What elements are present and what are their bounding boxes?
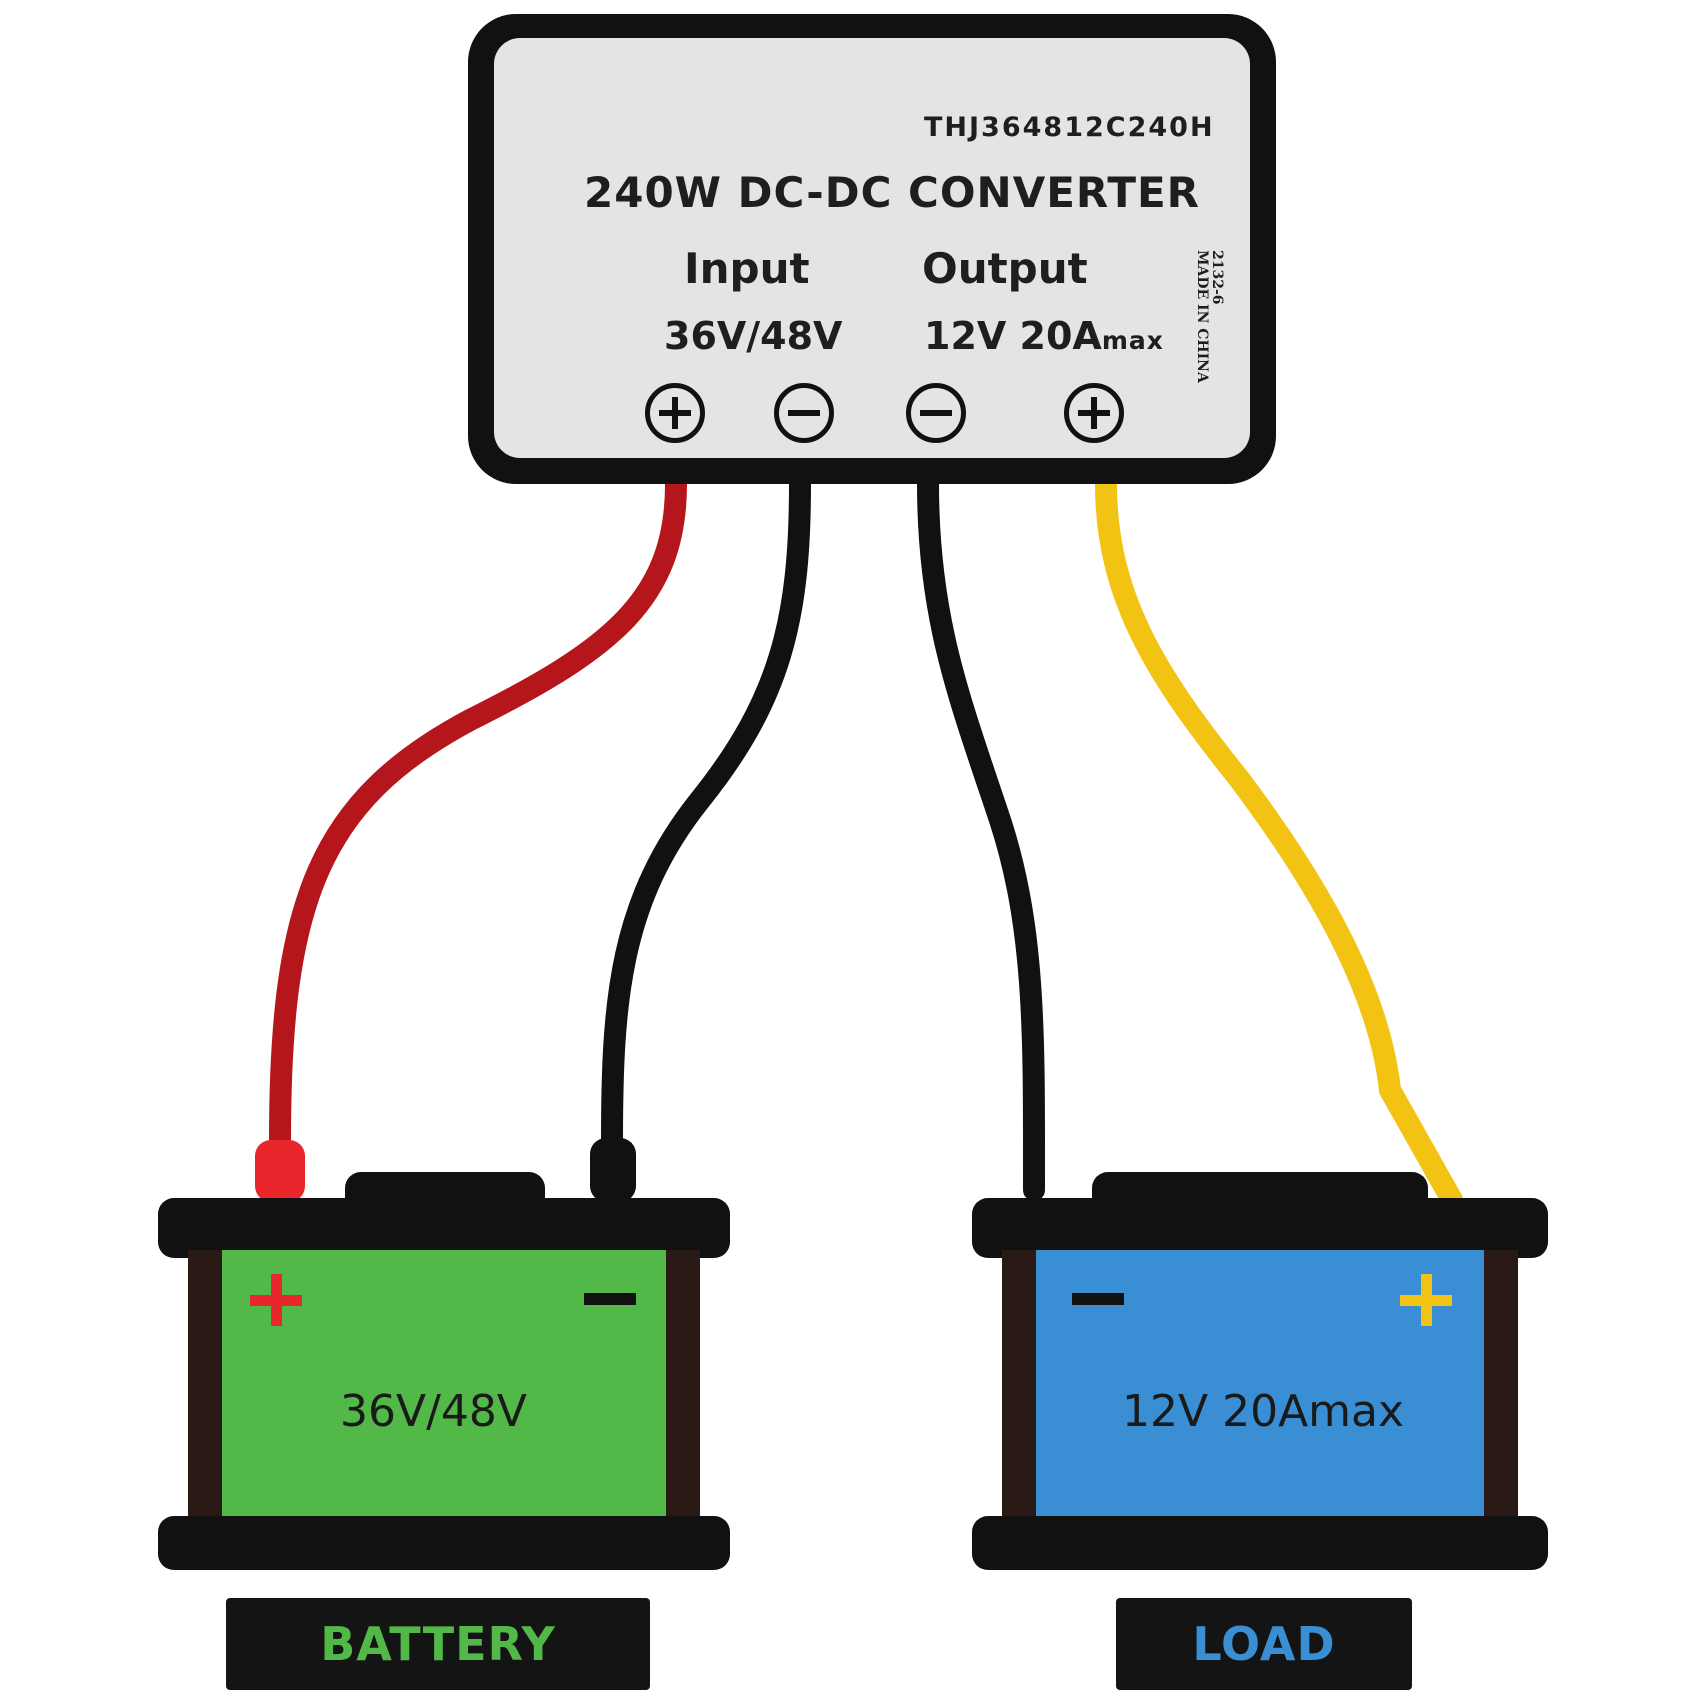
input-voltage: 36V/48V (664, 314, 843, 358)
load-top-bar (972, 1198, 1548, 1258)
output-negative-wire (917, 473, 1046, 1201)
input-negative-terminal-icon (774, 383, 834, 443)
load-bottom-bar (972, 1516, 1548, 1570)
battery-positive-cap (255, 1140, 305, 1202)
converter-title: 240W DC-DC CONVERTER (584, 168, 1201, 217)
output-label: Output (922, 244, 1088, 293)
side-code: 2132-6 (1209, 250, 1225, 305)
converter-label-face: THJ364812C240H 240W DC-DC CONVERTER Inpu… (494, 38, 1250, 458)
load-fill (1036, 1250, 1484, 1520)
battery-bottom-bar (158, 1516, 730, 1570)
battery-negative-cap (590, 1138, 636, 1202)
converter-module: THJ364812C240H 240W DC-DC CONVERTER Inpu… (468, 14, 1276, 484)
side-print: 2132-6 MADE IN CHINA (1194, 250, 1225, 383)
battery-fill (222, 1250, 666, 1520)
input-positive-terminal-icon (645, 383, 705, 443)
input-label: Input (684, 244, 810, 293)
model-number: THJ364812C240H (924, 112, 1215, 143)
output-positive-terminal-icon (1064, 383, 1124, 443)
side-origin: MADE IN CHINA (1194, 250, 1210, 383)
output-voltage: 12V 20Amax (924, 314, 1164, 358)
load-voltage: 12V 20Amax (1122, 1386, 1405, 1437)
output-negative-terminal-icon (906, 383, 966, 443)
input-positive-wire (269, 473, 687, 1151)
output-voltage-main: 12V 20A (924, 314, 1102, 358)
battery-top-bar (158, 1198, 730, 1258)
output-voltage-sub: max (1101, 326, 1164, 355)
input-negative-wire (601, 473, 811, 1151)
battery-voltage: 36V/48V (340, 1386, 527, 1437)
output-positive-wire (1095, 473, 1463, 1211)
load-caption: LOAD (1116, 1598, 1412, 1690)
battery-caption: BATTERY (226, 1598, 650, 1690)
